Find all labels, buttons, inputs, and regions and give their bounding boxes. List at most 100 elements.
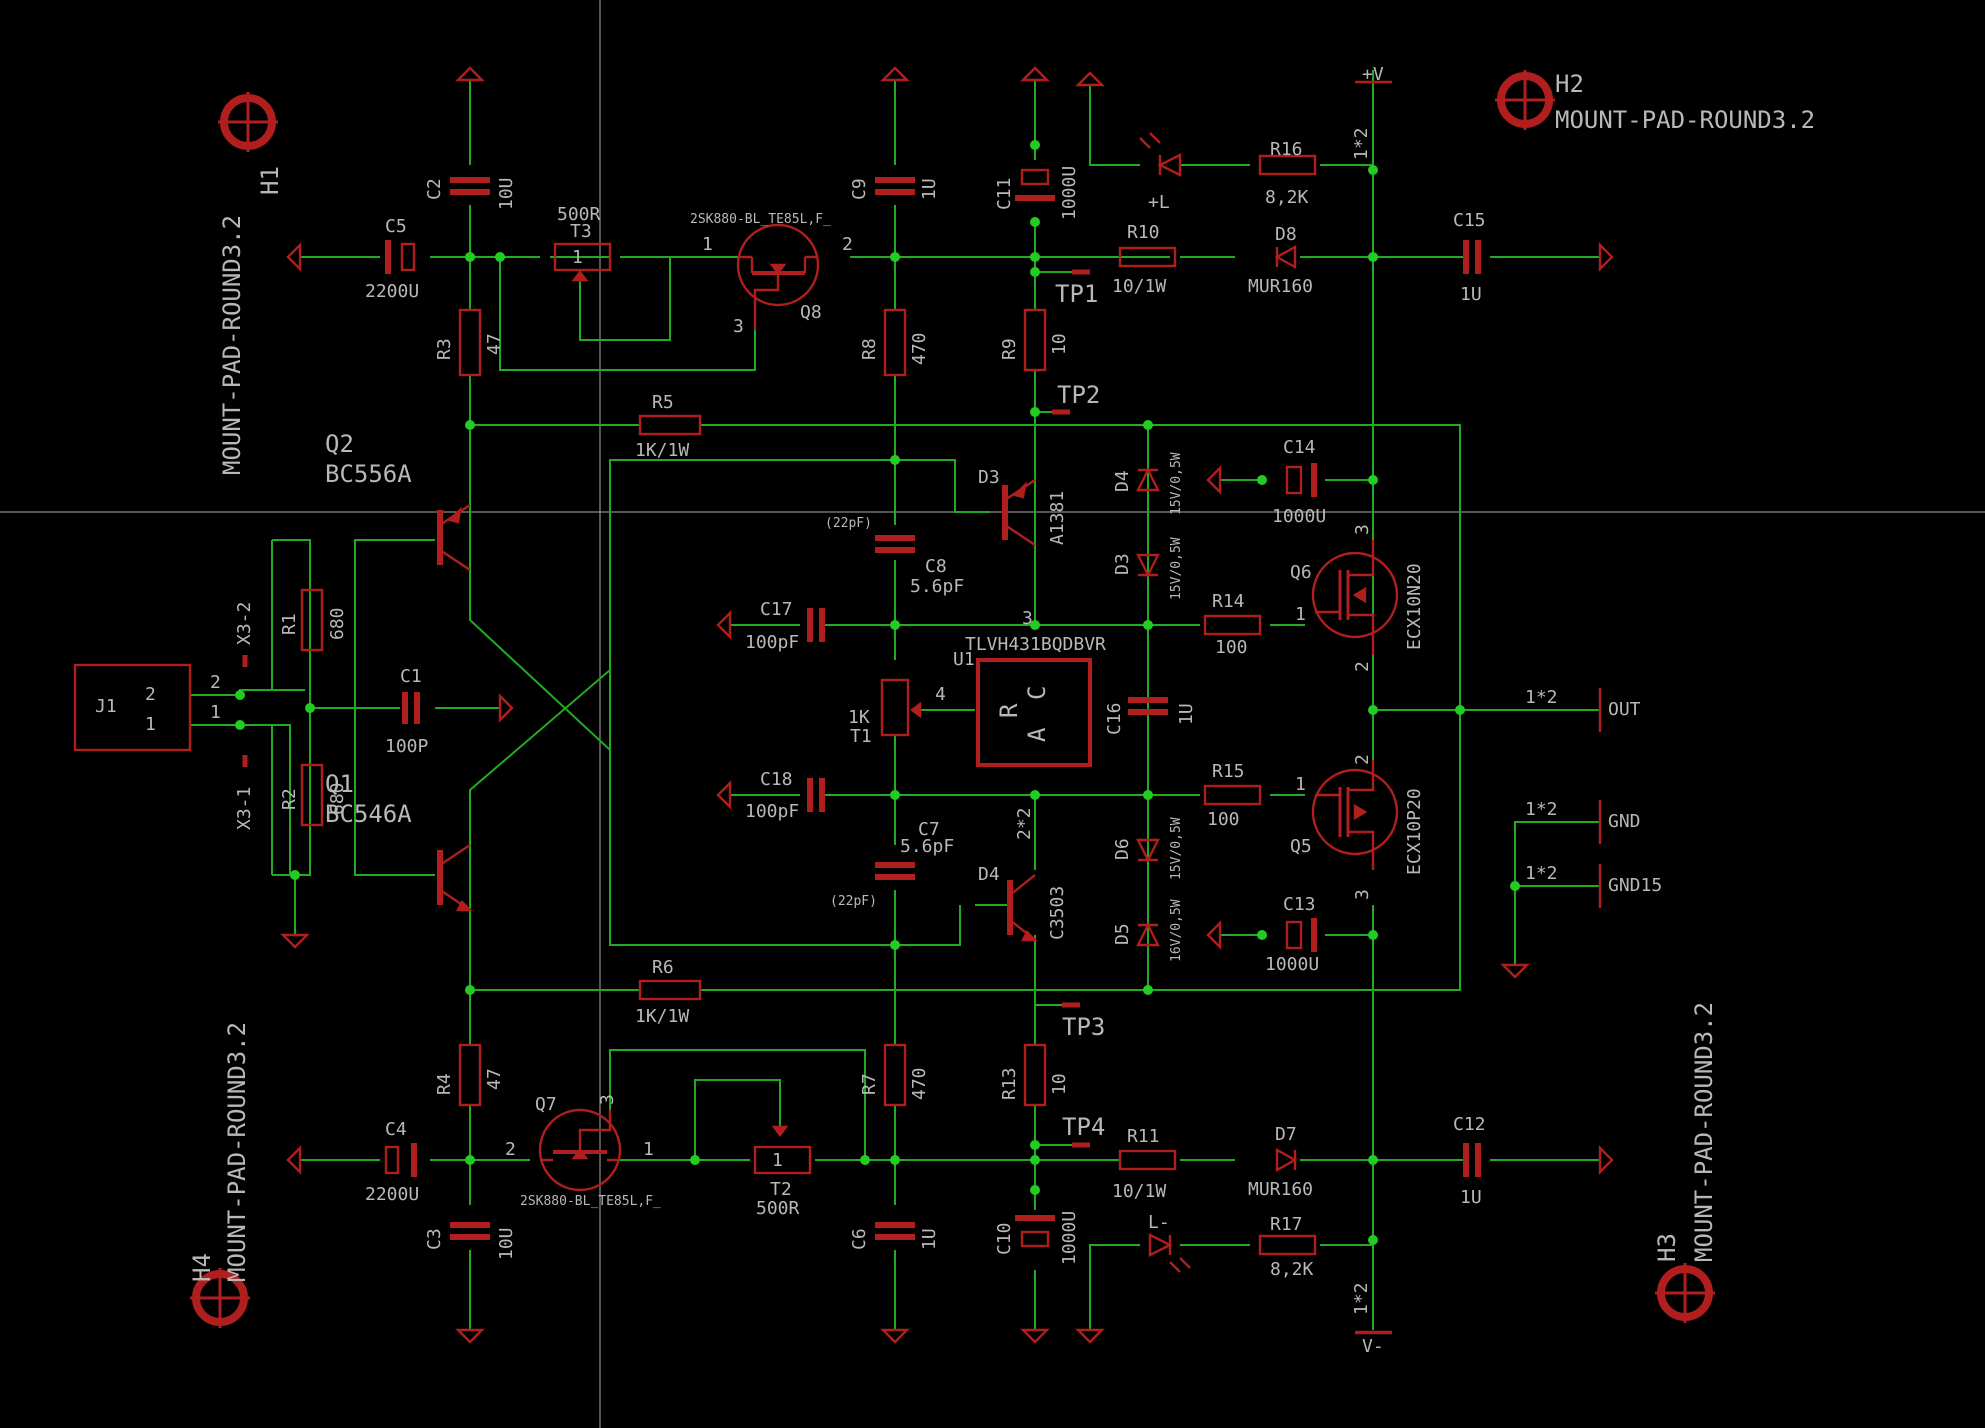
r5-name: R5 <box>652 392 674 413</box>
c13-value: 1000U <box>1265 954 1319 975</box>
c15-name: C15 <box>1453 210 1486 231</box>
d8-value: MUR160 <box>1248 276 1313 297</box>
capacitor-c12 <box>1463 1143 1481 1177</box>
zd3-name: D6 <box>1112 838 1133 860</box>
connector-j1 <box>73 663 192 752</box>
c13-name: C13 <box>1283 894 1316 915</box>
capacitor-c16 <box>1128 697 1168 715</box>
r1-name: R1 <box>279 613 300 635</box>
q5-pin3: 3 <box>1352 889 1373 900</box>
c12-value: 1U <box>1460 1187 1482 1208</box>
r4-value: 47 <box>484 1068 505 1090</box>
r14-name: R14 <box>1212 591 1245 612</box>
resistor-r10 <box>1118 246 1177 268</box>
r2-value: 680 <box>327 782 348 815</box>
q5-value: ECX10P20 <box>1404 788 1425 875</box>
resistor-r13 <box>1023 1043 1047 1107</box>
r6-value: 1K/1W <box>635 1006 689 1027</box>
resistor-r14 <box>1203 614 1262 636</box>
t2-name: T2 <box>770 1179 792 1200</box>
c9-name: C9 <box>849 178 870 200</box>
t3-name: T3 <box>570 221 592 242</box>
x31-label: X3-1 <box>234 787 255 830</box>
c7-value: 5.6pF <box>900 836 954 857</box>
u1-pin-c: C <box>1023 686 1051 700</box>
r16-value: 8,2K <box>1265 187 1309 208</box>
resistor-r6 <box>638 979 702 1001</box>
q1-value: BC546A <box>325 800 412 828</box>
u1-name: U1 <box>953 649 975 670</box>
capacitor-c18 <box>807 778 825 812</box>
c10-value: 1000U <box>1059 1211 1080 1265</box>
x32-label: X3-2 <box>234 602 255 645</box>
junctions <box>235 140 1520 1245</box>
trimmer-t2 <box>753 1125 812 1175</box>
capacitor-c8 <box>875 535 915 553</box>
trimmer-t3 <box>553 242 612 282</box>
led-bottom <box>1148 1233 1191 1273</box>
c2-name: C2 <box>424 178 445 200</box>
mosfet-q6 <box>1311 540 1399 655</box>
q5-pin2: 2 <box>1352 754 1373 765</box>
vpos-pin: 1*2 <box>1351 127 1372 160</box>
c3-value: 10U <box>496 1227 517 1260</box>
u1-value: TLVH431BQDBVR <box>965 634 1106 655</box>
c3-name: C3 <box>424 1228 445 1250</box>
c15-value: 1U <box>1460 284 1482 305</box>
t2-pin: 1 <box>772 1150 783 1171</box>
r17-name: R17 <box>1270 1214 1303 1235</box>
transistor-d4 <box>1007 874 1038 942</box>
c10-name: C10 <box>994 1222 1015 1255</box>
r3-value: 47 <box>484 333 505 355</box>
transistor-q1 <box>437 844 473 912</box>
c18-value: 100pF <box>745 801 799 822</box>
q5-pin1: 1 <box>1295 774 1306 795</box>
resistor-r4 <box>458 1043 482 1107</box>
capacitor-c15 <box>1463 240 1481 274</box>
h4-value: MOUNT-PAD-ROUND3.2 <box>223 1022 251 1282</box>
r11-name: R11 <box>1127 1126 1160 1147</box>
led-top-label: +L <box>1148 192 1170 213</box>
r10-value: 10/1W <box>1112 276 1166 297</box>
c17-name: C17 <box>760 599 793 620</box>
led-bottom-label: L- <box>1148 1212 1170 1233</box>
ic-u1 <box>976 658 1092 767</box>
c8-name: C8 <box>925 556 947 577</box>
test-point-pads <box>1052 269 1090 1148</box>
q2-name: Q2 <box>325 430 354 458</box>
c2-value: 10U <box>496 177 517 210</box>
c4-name: C4 <box>385 1119 407 1140</box>
capacitor-c9 <box>875 177 915 195</box>
mosfet-q5 <box>1311 760 1399 870</box>
mount-pad-h3 <box>1655 1263 1715 1323</box>
c14-name: C14 <box>1283 437 1316 458</box>
r9-name: R9 <box>999 338 1020 360</box>
capacitor-c5 <box>385 240 416 274</box>
r15-name: R15 <box>1212 761 1245 782</box>
h3-value: MOUNT-PAD-ROUND3.2 <box>1690 1002 1718 1262</box>
q8-pin3: 3 <box>733 316 744 337</box>
c16-name: C16 <box>1104 702 1125 735</box>
d7-name: D7 <box>1275 1124 1297 1145</box>
c7-alt: (22pF) <box>830 894 877 909</box>
q7-pin3: 3 <box>597 1094 618 1105</box>
transistor-d3 <box>1002 479 1036 546</box>
d3-value: A1381 <box>1047 491 1068 545</box>
c5-value: 2200U <box>365 281 419 302</box>
capacitor-c3 <box>450 1222 490 1240</box>
capacitor-c2 <box>450 177 490 195</box>
vpos-label: +V <box>1362 64 1384 85</box>
r7-value: 470 <box>909 1067 930 1100</box>
zd2-name: D3 <box>1112 553 1133 575</box>
zd1-value: 15V/0,5W <box>1169 452 1184 515</box>
resistor-r8 <box>883 308 907 377</box>
zener-d5 <box>1136 922 1160 947</box>
resistor-r17 <box>1258 1234 1317 1256</box>
jfet-q8 <box>736 223 820 330</box>
q5-name: Q5 <box>1290 836 1312 857</box>
zd3-value: 15V/0,5W <box>1169 817 1184 880</box>
r3-name: R3 <box>434 338 455 360</box>
r2-name: R2 <box>279 788 300 810</box>
r14-value: 100 <box>1215 637 1248 658</box>
h2-label: H2 <box>1555 70 1584 98</box>
